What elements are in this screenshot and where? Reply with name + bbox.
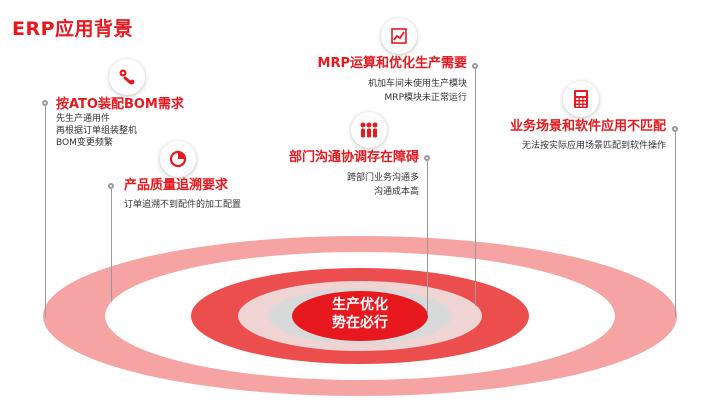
item-mrp-line-1: 机加车间未使用生产模块 (367, 79, 467, 89)
center-label: 生产优化 势在必行 (310, 296, 410, 332)
item-ato-line-2: 再根据订单组装整机 (56, 126, 138, 136)
center-line-2: 势在必行 (332, 315, 388, 331)
item-ato-line-1: 先生产通用件 (56, 114, 111, 124)
people-icon (351, 112, 387, 148)
connector-dot-quality (108, 183, 114, 189)
item-mrp: MRP运算和优化生产需要 机加车间未使用生产模块 MRP模块未正常运行 (309, 56, 467, 104)
connector-line-scene (675, 129, 676, 317)
connector-dot-scene (672, 126, 678, 132)
item-scene-line-1: 无法按实际应用场景匹配到软件操作 (521, 141, 666, 151)
line-chart-icon (381, 18, 417, 54)
connector-dot-mrp (472, 63, 478, 69)
item-ato-heading: 按ATO装配BOM需求 (56, 97, 184, 112)
item-scene-heading: 业务场景和软件应用不匹配 (509, 119, 666, 134)
connector-line-quality (111, 186, 112, 301)
target-bullseye (292, 291, 428, 341)
item-quality-heading: 产品质量追溯要求 (124, 178, 229, 193)
connector-dot-dept (424, 155, 430, 161)
item-mrp-heading: MRP运算和优化生产需要 (317, 56, 467, 71)
item-dept-heading: 部门沟通协调存在障碍 (288, 150, 419, 165)
item-dept: 部门沟通协调存在障碍 跨部门业务沟通多 沟通成本高 (276, 150, 419, 198)
calculator-icon (563, 81, 599, 117)
center-line-1: 生产优化 (332, 297, 388, 313)
item-ato: 按ATO装配BOM需求 先生产通用件 再根据订单组装整机 BOM变更频繁 (56, 97, 184, 149)
connector-line-ato (45, 103, 46, 318)
page-title: ERP应用背景 (12, 18, 134, 40)
item-dept-line-2: 沟通成本高 (373, 187, 419, 197)
item-quality-line-1: 订单追溯不到配件的加工配置 (124, 200, 242, 210)
item-quality: 产品质量追溯要求 订单追溯不到配件的加工配置 (124, 178, 241, 211)
wrench-gear-icon (109, 59, 145, 95)
pie-chart-icon (160, 141, 196, 177)
connector-line-mrp (475, 66, 476, 306)
item-ato-line-3: BOM变更频繁 (56, 138, 113, 148)
connector-line-dept (427, 158, 428, 315)
item-dept-line-1: 跨部门业务沟通多 (346, 173, 419, 183)
item-mrp-line-2: MRP模块未正常运行 (384, 93, 467, 103)
item-scene: 业务场景和软件应用不匹配 无法按实际应用场景匹配到软件操作 (496, 119, 666, 152)
connector-dot-ato (42, 100, 48, 106)
